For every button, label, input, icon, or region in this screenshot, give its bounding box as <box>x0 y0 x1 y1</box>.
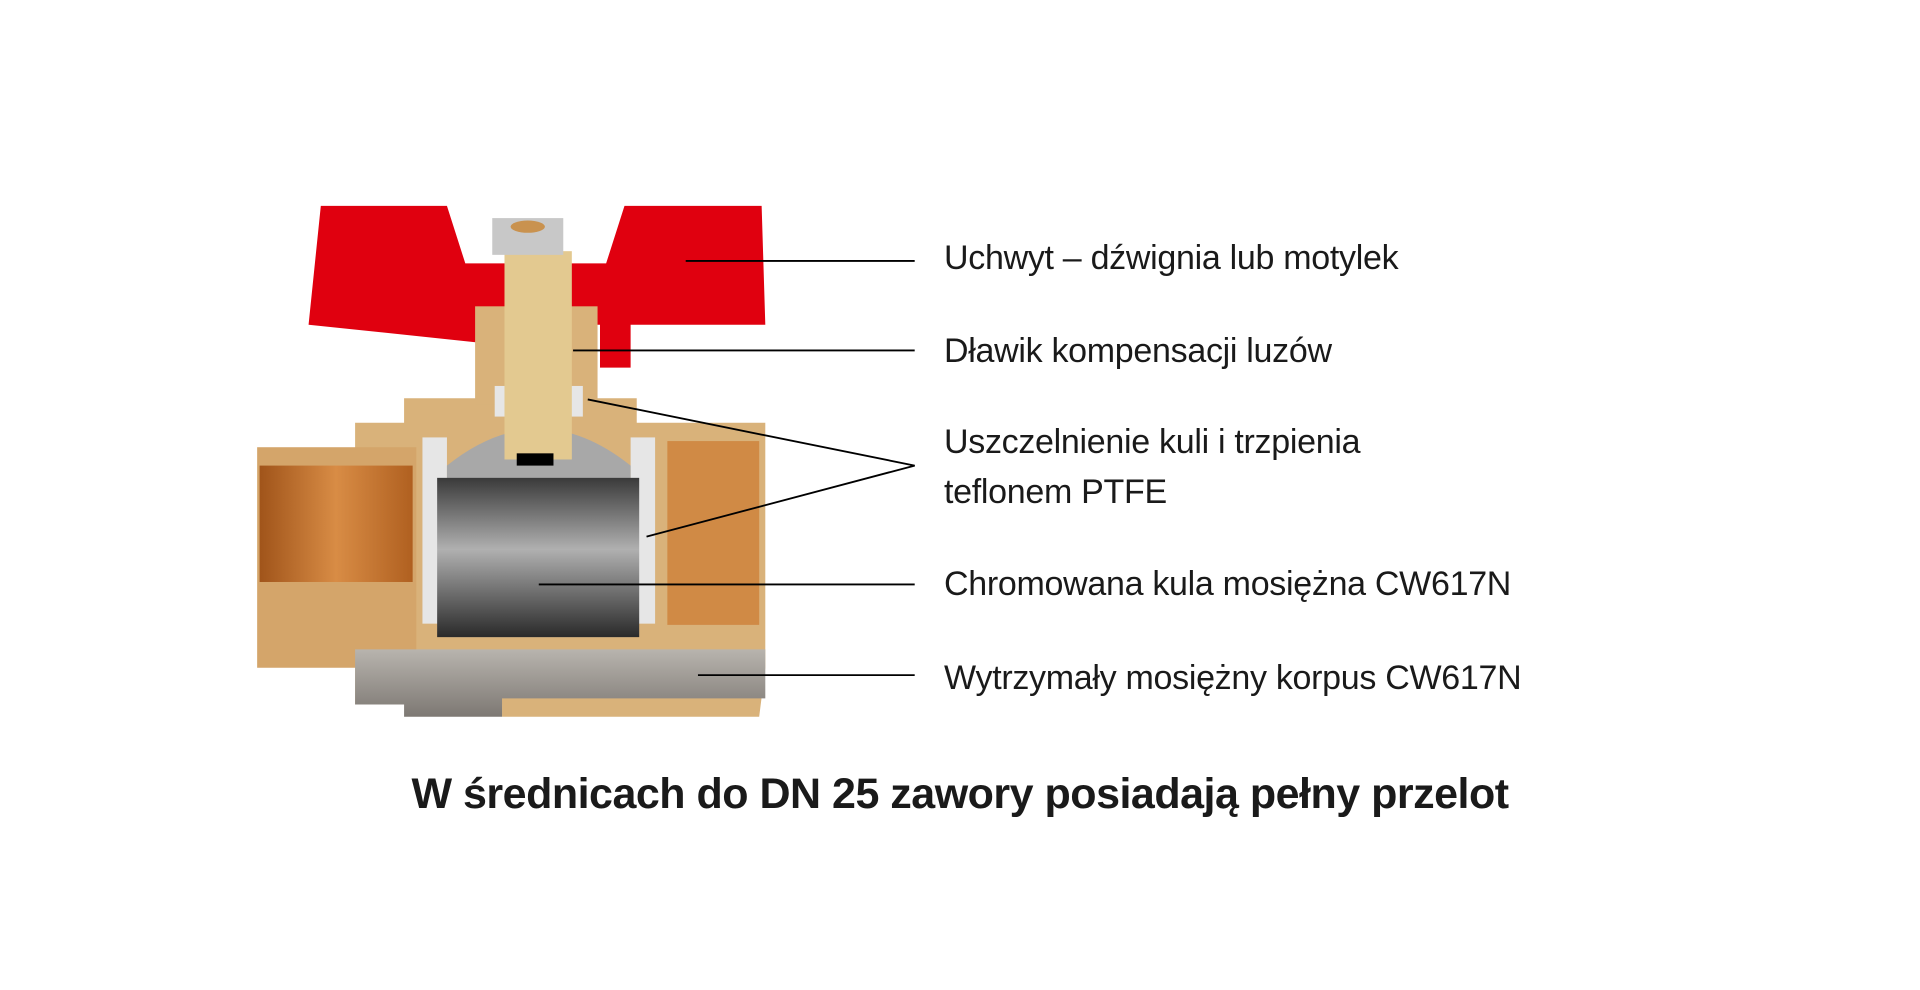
valve-stem <box>492 218 572 466</box>
label-ball: Chromowana kula mosiężna CW617N <box>944 565 1512 603</box>
leader-lines <box>538 260 915 677</box>
footer-title: W średnicach do DN 25 zawory posiadają p… <box>411 770 1509 818</box>
label-seal-line1: Uszczelnienie kuli i trzpienia <box>944 423 1361 461</box>
label-handle: Uchwyt – dźwignia lub motylek <box>944 239 1399 277</box>
label-gland: Dławik kompensacji luzów <box>944 332 1332 370</box>
label-body: Wytrzymały mosiężny korpus CW617N <box>944 659 1522 697</box>
label-seal-line2: teflonem PTFE <box>944 473 1167 511</box>
